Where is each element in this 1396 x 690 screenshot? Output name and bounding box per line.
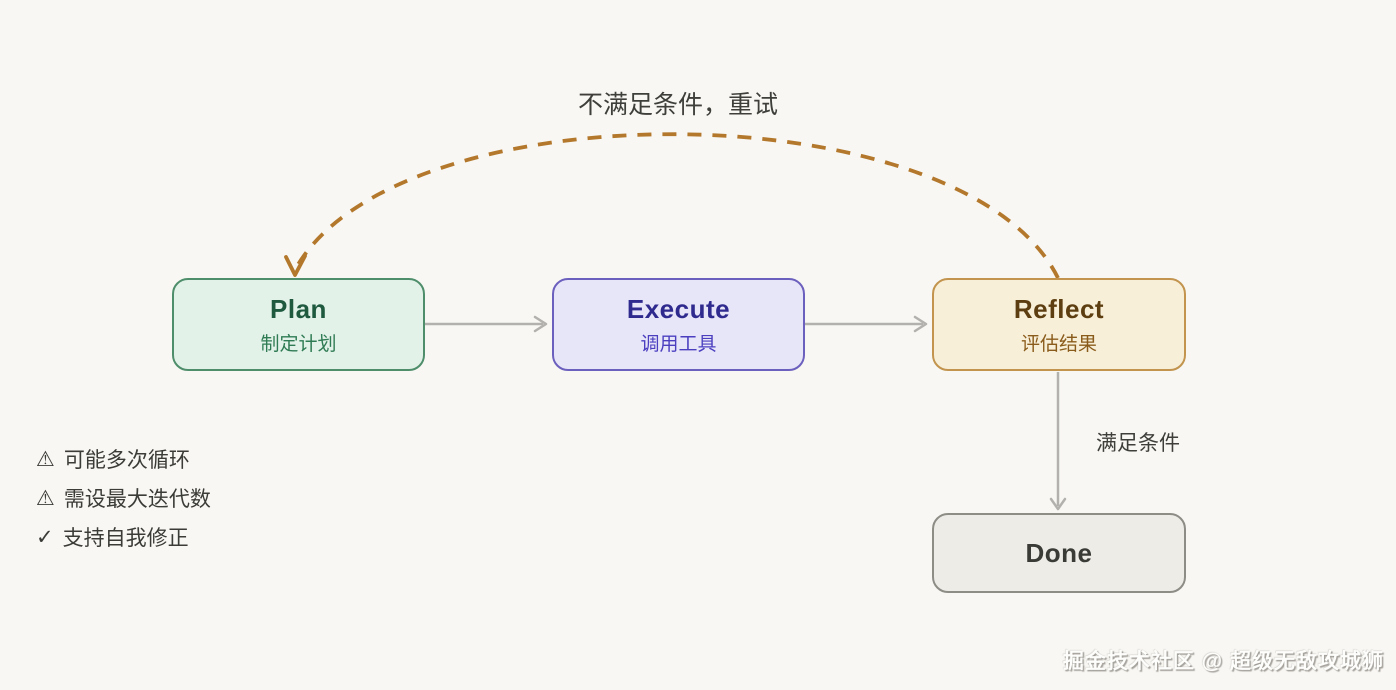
node-execute[interactable]: Execute 调用工具 <box>552 278 805 371</box>
node-plan-subtitle: 制定计划 <box>260 333 337 355</box>
arrowhead-execute-to-reflect <box>913 315 928 333</box>
check-icon: ✓ <box>36 525 54 549</box>
watermark: 掘金技术社区 @ 超级无敌攻城狮 <box>1062 650 1384 673</box>
note-text: 可能多次循环 <box>63 449 190 472</box>
arrowhead-retry-to-plan <box>284 254 307 277</box>
warning-icon: ⚠ <box>36 486 55 510</box>
retry-edge-label: 不满足条件，重试 <box>577 91 779 119</box>
node-reflect-subtitle: 评估结果 <box>1020 333 1097 355</box>
notes-list: ⚠ 可能多次循环 ⚠ 需设最大迭代数 ✓ 支持自我修正 <box>36 444 211 552</box>
node-reflect-title: Reflect <box>1013 293 1105 324</box>
node-plan[interactable]: Plan 制定计划 <box>172 278 425 371</box>
arrowhead-plan-to-execute <box>533 315 548 333</box>
note-text: 需设最大迭代数 <box>63 488 211 511</box>
note-item: ✓ 支持自我修正 <box>36 522 211 552</box>
node-execute-title: Execute <box>626 293 731 324</box>
warning-icon: ⚠ <box>36 447 55 471</box>
node-execute-subtitle: 调用工具 <box>640 333 717 355</box>
note-item: ⚠ 需设最大迭代数 <box>36 483 211 513</box>
arrowhead-reflect-to-done <box>1049 497 1067 511</box>
note-text: 支持自我修正 <box>62 527 189 550</box>
node-plan-title: Plan <box>270 293 327 324</box>
node-reflect[interactable]: Reflect 评估结果 <box>932 278 1186 371</box>
node-done-title: Done <box>1025 537 1093 568</box>
node-done[interactable]: Done <box>932 513 1186 593</box>
success-edge-label: 满足条件 <box>1096 432 1180 455</box>
arrow-reflect-to-plan-retry <box>294 132 1060 279</box>
note-item: ⚠ 可能多次循环 <box>36 444 211 474</box>
